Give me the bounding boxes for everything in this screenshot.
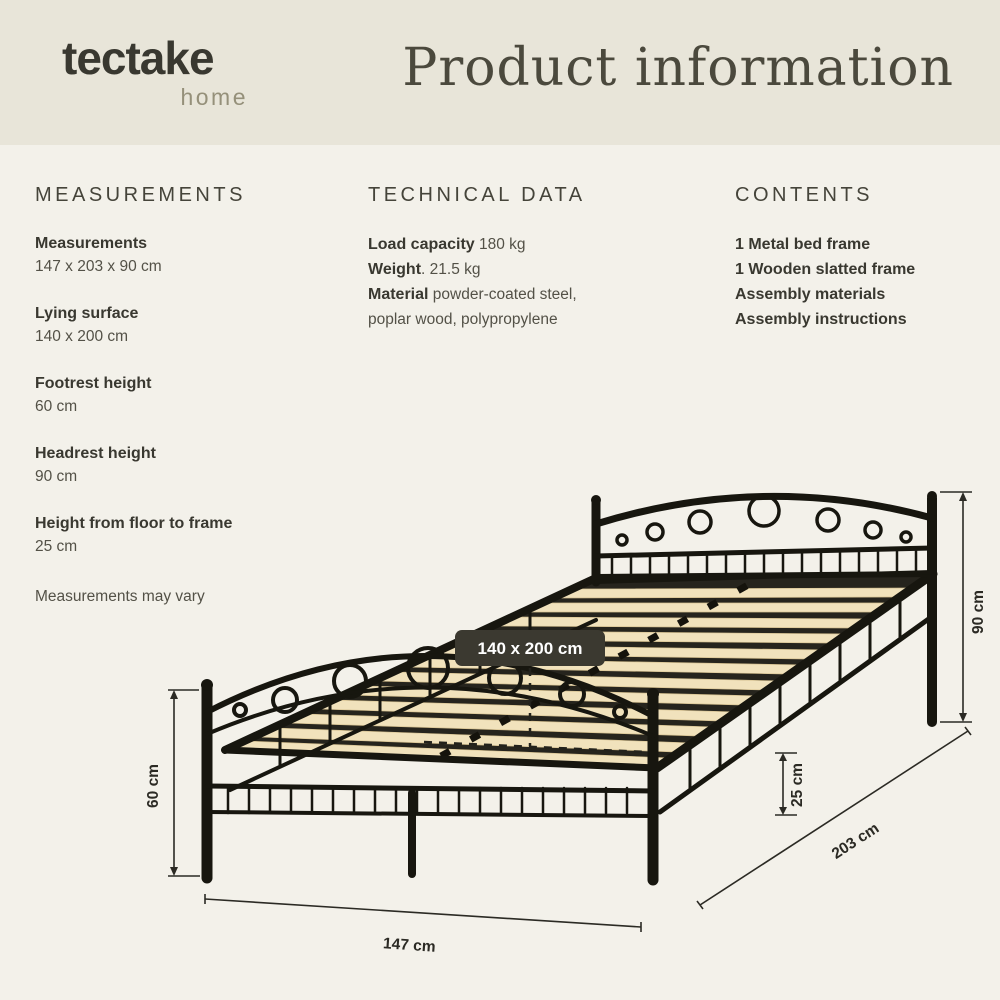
center-support-rail (439, 571, 768, 760)
lying-surface-callout: 140 x 200 cm (423, 630, 647, 754)
technical-row: Material powder-coated steel, (368, 286, 577, 303)
measurement-item: Measurements 147 x 203 x 90 cm (35, 235, 162, 275)
slatted-frame (226, 587, 916, 768)
dim-length-label: 203 cm (829, 820, 882, 863)
contents-item: 1 Wooden slatted frame (735, 261, 916, 278)
frame-rails (221, 569, 938, 815)
brand-name: tectake (62, 32, 215, 84)
dim-floor-label: 25 cm (789, 763, 806, 807)
measurement-item: Headrest height 90 cm (35, 445, 156, 485)
dimension-labels: 90 cm 60 cm 25 cm 203 cm 147 cm (145, 590, 987, 956)
measurement-item: Footrest height 60 cm (35, 375, 152, 415)
dim-headrest-label: 90 cm (970, 590, 987, 634)
dim-width-label: 147 cm (382, 935, 436, 956)
headboard (591, 491, 937, 727)
dim-footrest-label: 60 cm (145, 764, 162, 808)
headboard-spindles (610, 546, 918, 584)
technical-row: Load capacity 180 kg (368, 236, 526, 253)
footboard-spindles (226, 786, 629, 815)
measurement-item: Height from floor to frame 25 cm (35, 515, 233, 555)
technical-row: Weight. 21.5 kg (368, 261, 481, 278)
measurements-heading: MEASUREMENTS (35, 184, 246, 206)
footboard-scrolls (232, 646, 628, 720)
footboard (201, 646, 659, 886)
lying-surface-badge (455, 630, 605, 666)
contents-column: CONTENTS 1 Metal bed frame 1 Wooden slat… (735, 183, 990, 332)
page-title: Product information (402, 38, 954, 98)
contents-item: Assembly materials (735, 286, 886, 303)
brand-sub-name: home (180, 84, 248, 111)
contents-item: Assembly instructions (735, 311, 907, 328)
contents-item: 1 Metal bed frame (735, 236, 871, 253)
measurements-column: MEASUREMENTS Measurements 147 x 203 x 90… (35, 183, 335, 606)
technical-heading: TECHNICAL DATA (368, 184, 586, 206)
headboard-scrolls (615, 494, 913, 547)
measurement-item: Lying surface 140 x 200 cm (35, 305, 139, 345)
contents-heading: CONTENTS (735, 184, 873, 206)
technical-data-column: TECHNICAL DATA Load capacity 180 kg Weig… (368, 183, 683, 332)
lying-surface-label: 140 x 200 cm (478, 639, 583, 658)
technical-row: poplar wood, polypropylene (368, 311, 558, 328)
header-band: tectake home Product information (0, 0, 1000, 145)
measurements-note: Measurements may vary (35, 588, 205, 605)
brand-logo: tectake home (62, 34, 252, 111)
